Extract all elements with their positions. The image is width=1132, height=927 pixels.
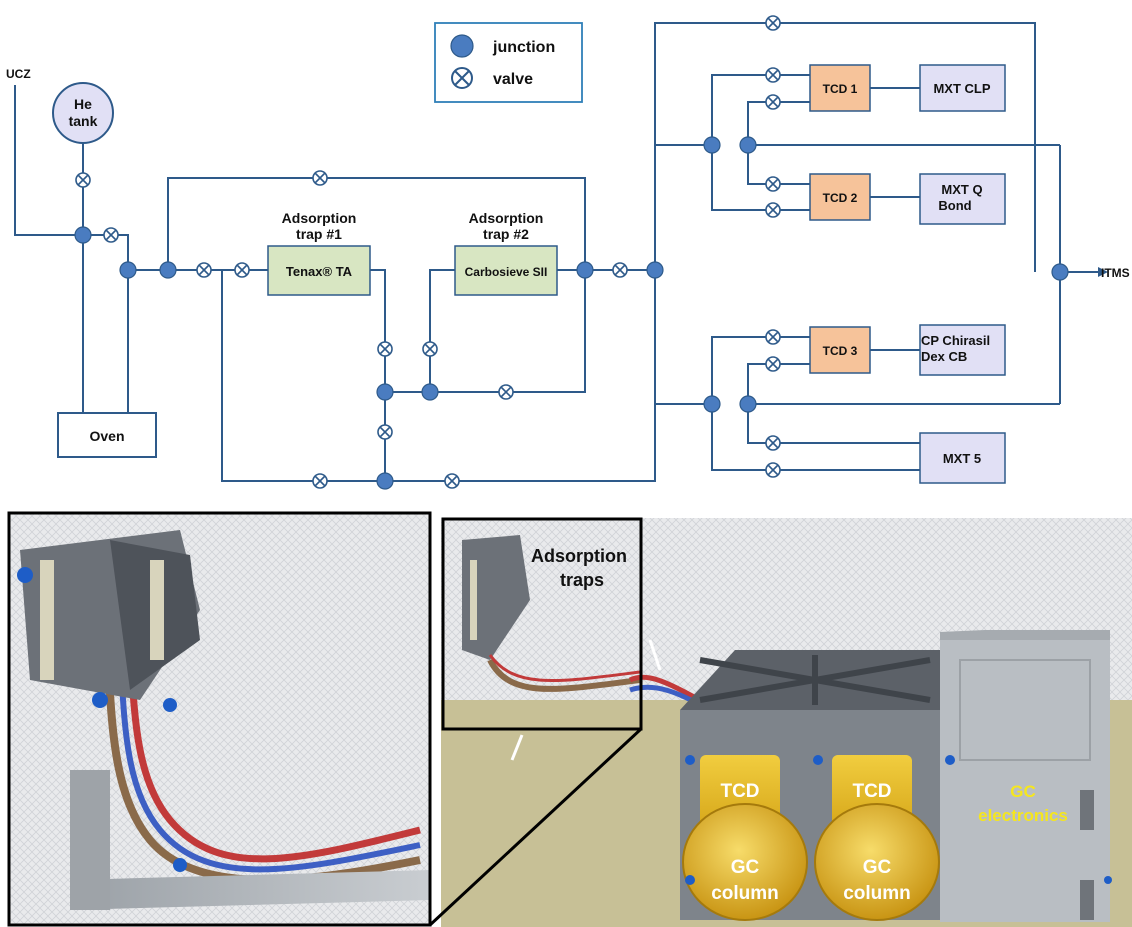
gc-column-right-label: GC (863, 857, 892, 878)
gc-column-right-label: column (843, 883, 911, 904)
gc-assembly-photo (441, 518, 1132, 927)
gc-electronics-label: electronics (978, 806, 1068, 825)
gc-column-left-label: column (711, 883, 779, 904)
traps-closeup-photo (9, 513, 430, 925)
gc-column-left-label: GC (731, 857, 760, 878)
adsorption-traps-label: Adsorption (531, 546, 627, 566)
tcd-left-label: TCD (720, 781, 759, 802)
adsorption-traps-label: traps (560, 570, 604, 590)
gc-electronics-label: GC (1010, 782, 1036, 801)
tcd-right-label: TCD (852, 781, 891, 802)
